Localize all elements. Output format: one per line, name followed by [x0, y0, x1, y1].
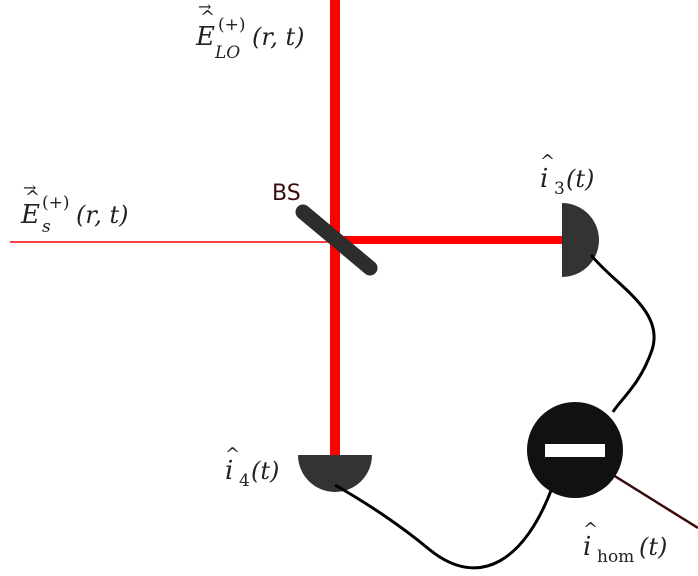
- svg-text:(+): (+): [218, 15, 246, 35]
- svg-text:→: →: [23, 178, 36, 197]
- svg-text:(t): (t): [251, 457, 279, 485]
- svg-text:(r, t): (r, t): [252, 23, 304, 51]
- svg-text:s: s: [42, 217, 51, 237]
- svg-text:i: i: [225, 456, 233, 486]
- signal-field-label: ^ → E (+) s (r, t): [20, 178, 128, 237]
- beamsplitter: [295, 204, 378, 276]
- svg-text:^: ^: [540, 151, 555, 172]
- detector-4-icon: [298, 455, 372, 492]
- detector-3-icon: [562, 203, 599, 277]
- ihom-label: ^ i hom (t): [583, 519, 667, 567]
- svg-text:(t): (t): [639, 533, 667, 561]
- svg-text:E: E: [195, 22, 215, 52]
- svg-text:3: 3: [554, 179, 565, 199]
- wire-detector-3: [589, 254, 656, 413]
- svg-text:(t): (t): [566, 165, 594, 193]
- svg-text:4: 4: [239, 471, 250, 491]
- svg-text:i: i: [540, 164, 548, 194]
- svg-text:(r, t): (r, t): [76, 201, 128, 229]
- svg-text:^: ^: [25, 187, 40, 208]
- svg-text:(+): (+): [42, 193, 70, 213]
- svg-text:^: ^: [583, 519, 598, 540]
- i3-label: ^ i 3 (t): [540, 151, 594, 199]
- svg-text:→: →: [198, 0, 211, 16]
- wire-output: [604, 468, 698, 530]
- svg-text:^: ^: [200, 7, 215, 28]
- svg-text:LO: LO: [214, 43, 240, 63]
- svg-text:i: i: [583, 532, 591, 562]
- wire-detector-4: [334, 483, 554, 570]
- svg-text:^: ^: [225, 444, 240, 465]
- svg-text:E: E: [20, 200, 40, 230]
- svg-text:hom: hom: [597, 547, 634, 567]
- bs-label: BS: [272, 181, 301, 206]
- lo-field-label: ^ → E (+) LO (r, t): [195, 0, 304, 63]
- i4-label: ^ i 4 (t): [225, 444, 279, 491]
- minus-circle-icon: [527, 402, 623, 498]
